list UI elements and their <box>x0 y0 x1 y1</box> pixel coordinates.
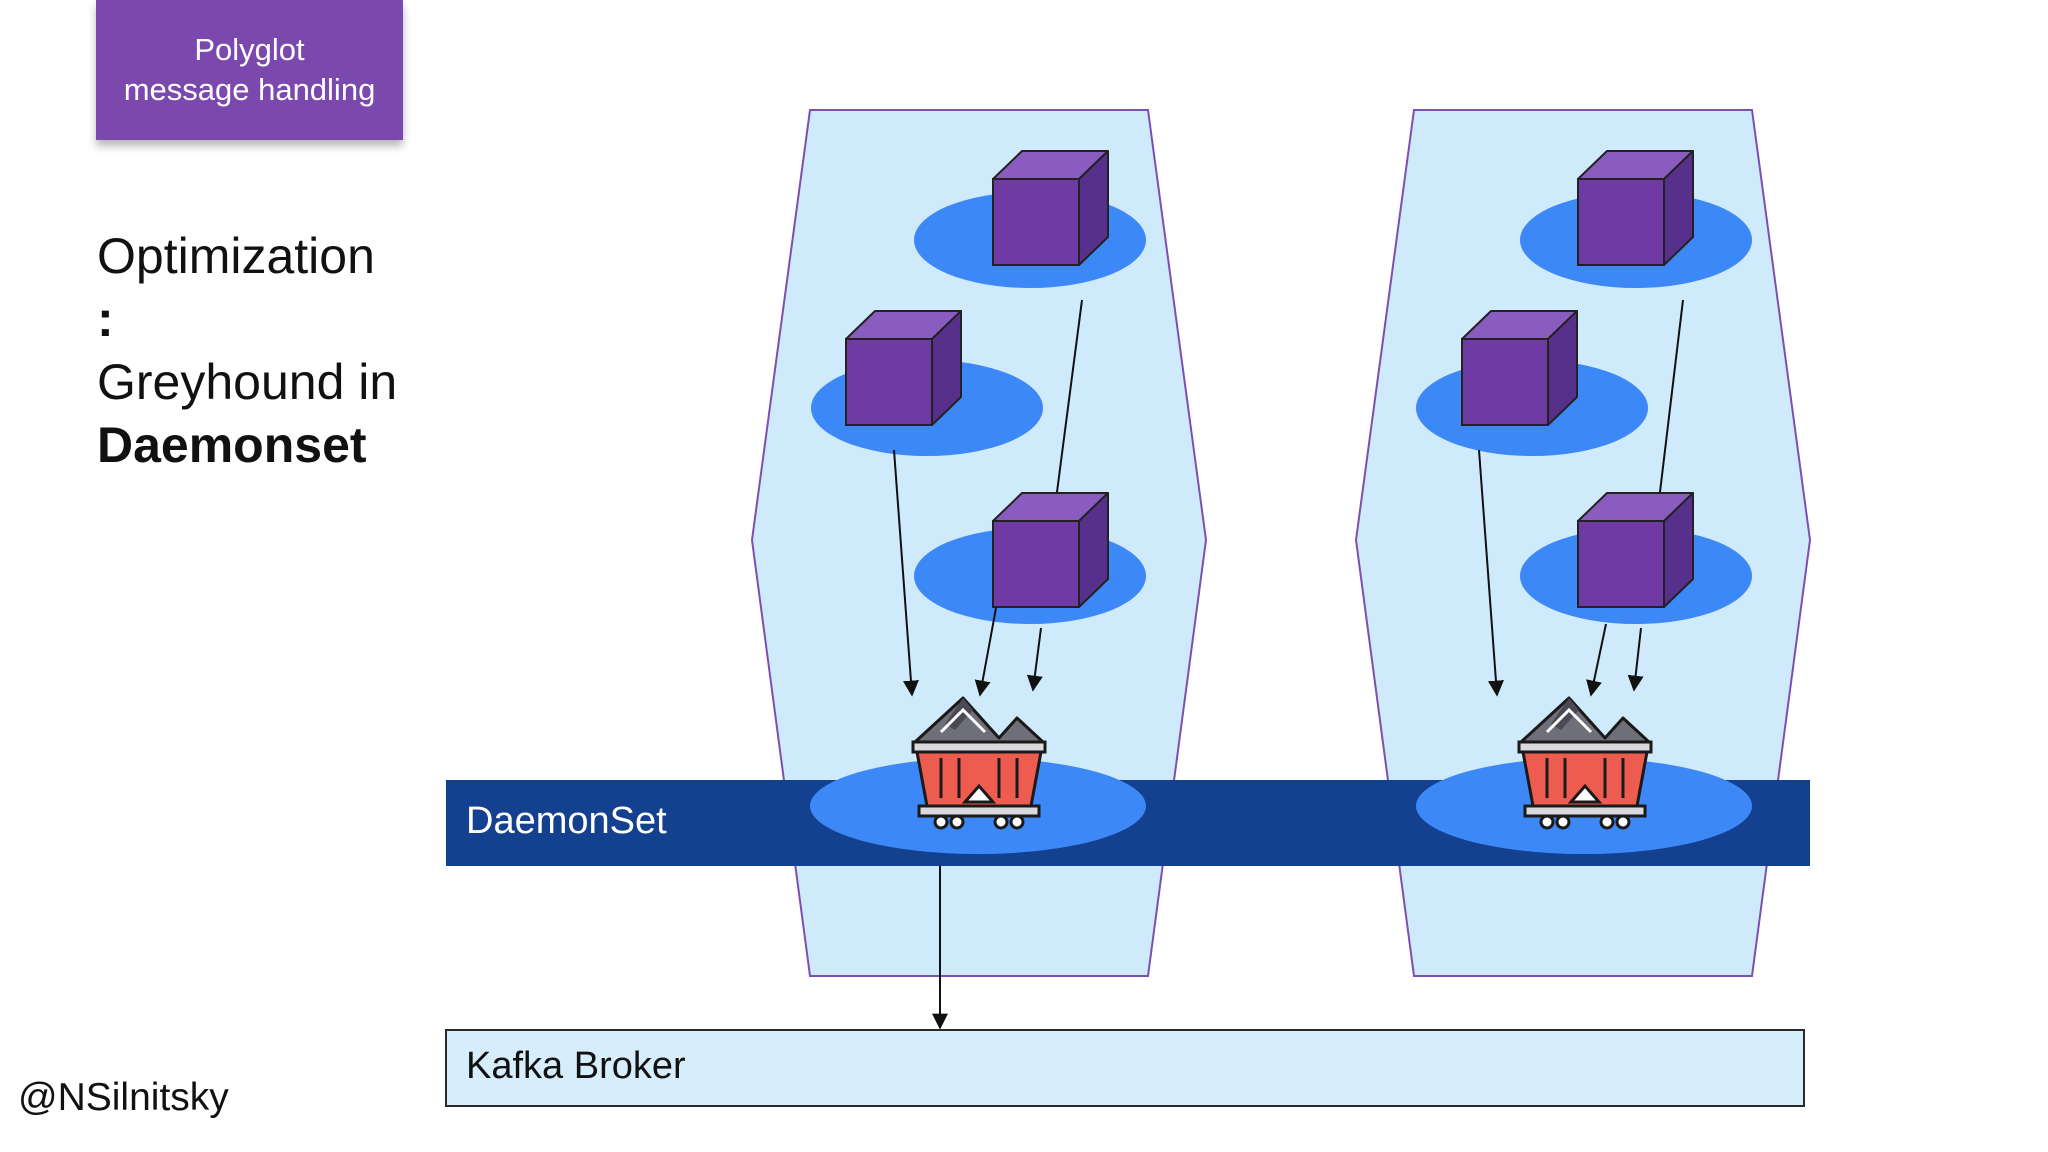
title-line-2: Greyhound in <box>97 354 398 410</box>
title-line-3: Daemonset <box>97 417 367 473</box>
node-1-arrows <box>893 299 1083 1030</box>
node-1-pods <box>811 150 1146 624</box>
arrow <box>893 449 919 697</box>
pod-cube <box>992 150 1109 266</box>
badge-line-2: message handling <box>123 72 376 107</box>
title-prefix: Optimization <box>97 228 375 284</box>
title-line-1: Optimization: <box>97 225 397 351</box>
pod-cube <box>1577 150 1694 266</box>
kafka-broker-label: Kafka Broker <box>466 1045 686 1087</box>
badge-line-1: Polyglot <box>194 32 305 67</box>
arrow <box>974 607 997 697</box>
arrow <box>1056 299 1083 493</box>
arrow <box>1659 299 1684 493</box>
node-2-arrows <box>1478 299 1684 697</box>
pod-cube <box>1461 310 1578 426</box>
arrow <box>1478 449 1504 697</box>
arrow <box>1586 623 1607 697</box>
kafka-broker-box <box>445 1029 1805 1107</box>
node-2-pods <box>1416 150 1752 624</box>
slide-title: Optimization: Greyhound in Daemonset <box>97 225 397 477</box>
daemonset-label: DaemonSet <box>466 800 667 842</box>
pod-cube <box>992 492 1109 608</box>
author-handle: @NSilnitsky <box>18 1076 229 1119</box>
pod-cube <box>1577 492 1694 608</box>
arrow <box>1627 627 1644 692</box>
section-badge: Polyglot message handling <box>96 0 403 140</box>
pod-cube <box>845 310 962 426</box>
arrow <box>1026 627 1043 692</box>
title-colon: : <box>97 291 114 347</box>
